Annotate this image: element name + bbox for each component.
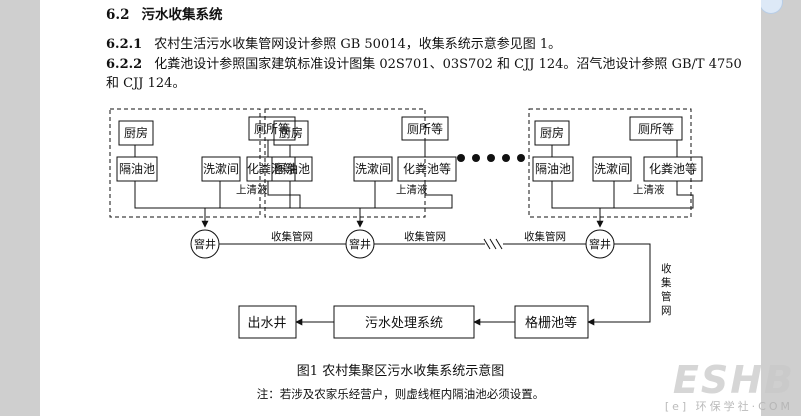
label-septic: 化粪池等 (403, 162, 451, 176)
label-outlet-well: 出水井 (247, 316, 286, 331)
grease-trap-box-1 (116, 156, 158, 182)
label-network: 收集管网 (271, 230, 313, 243)
toilet-box-1 (248, 116, 296, 141)
screen-tank-box (514, 305, 589, 339)
label-network-vertical-1: 收 (661, 262, 672, 275)
document-page: 6.2 污水收集系统 6.2.1 农村生活污水收集管网设计参照 GB 50014，收… (40, 0, 761, 416)
manhole-3 (585, 229, 615, 259)
manhole-2 (345, 229, 375, 259)
label-grease-trap: 隔油池 (535, 162, 571, 176)
grease-trap-box-3 (532, 156, 574, 182)
figure-note: 注：若涉及农家乐经营户，则虚线框内隔油池必须设置。 (256, 387, 545, 401)
watermark-domain: 环保学社·COM (695, 400, 793, 413)
treatment-system-box (333, 305, 475, 339)
paragraph-6-2-2: 6.2.2 化粪池设计参照国家建筑标准设计图集 02S701、03S702 和 C… (106, 57, 742, 73)
label-septic: 化粪池等 (247, 162, 295, 176)
label-network-vertical-2: 集 (661, 276, 672, 289)
watermark-badge: [e] (664, 400, 690, 413)
outlet-well-box (238, 305, 297, 339)
kitchen-box-3 (534, 120, 570, 146)
wash-box-3 (592, 156, 632, 182)
clause-number: 6.2.2 (106, 57, 143, 72)
label-kitchen: 厨房 (124, 125, 148, 140)
label-grease-trap: 隔油池 (119, 162, 155, 176)
label-network-vertical-4: 网 (661, 305, 672, 317)
label-manhole: 窨井 (194, 237, 216, 251)
label-toilet: 厕所等 (254, 122, 290, 136)
toilet-box-3 (629, 116, 683, 141)
section-heading: 6.2 污水收集系统 (106, 7, 223, 23)
clause-text: 农村生活污水收集管网设计参照 GB 50014，收集系统示意参见图 1。 (154, 37, 562, 52)
paragraph-6-2-1: 6.2.1 农村生活污水收集管网设计参照 GB 50014，收集系统示意参见图 1… (106, 37, 561, 53)
label-kitchen: 厨房 (279, 125, 303, 140)
manhole-1 (190, 229, 220, 259)
label-toilet: 厕所等 (638, 122, 674, 136)
watermark-logo: ESHB (672, 358, 795, 402)
kitchen-box-2 (273, 120, 309, 146)
septic-box-2 (397, 156, 457, 182)
left-gutter (0, 0, 40, 416)
wash-box-1 (201, 156, 241, 182)
clause-number: 6.2.1 (106, 37, 143, 52)
label-supernatant: 上清液 (396, 183, 428, 196)
label-network: 收集管网 (404, 230, 446, 243)
figure-caption: 图1 农村集聚区污水收集系统示意图 (296, 364, 505, 379)
septic-box-1 (246, 156, 296, 182)
label-wash: 洗漱间 (355, 162, 391, 176)
grease-trap-box-2 (271, 156, 313, 182)
label-toilet: 厕所等 (407, 122, 443, 136)
label-network: 收集管网 (524, 230, 566, 243)
household-frame-2 (264, 108, 426, 218)
household-frame-1 (109, 108, 261, 218)
right-gutter (761, 0, 801, 416)
wash-box-2 (353, 156, 393, 182)
label-grease-trap: 隔油池 (274, 162, 310, 176)
clause-text: 和 CJJ 124。 (106, 76, 186, 91)
label-wash: 洗漱间 (594, 162, 630, 176)
label-manhole: 窨井 (589, 237, 611, 251)
label-network-vertical-3: 管 (661, 290, 672, 303)
section-number: 6.2 (106, 7, 130, 23)
label-supernatant: 上清液 (236, 183, 268, 196)
sewage-collection-diagram: 厨房 厕所等 隔油池 洗漱间 化粪池等 上清液 厨房 厕所等 隔油池 洗漱间 化… (109, 108, 703, 339)
household-frame-3 (528, 108, 692, 218)
label-supernatant: 上清液 (633, 183, 665, 196)
clause-text: 化粪池设计参照国家建筑标准设计图集 02S701、03S702 和 CJJ 12… (154, 57, 742, 72)
ellipsis-dots (457, 154, 525, 162)
label-septic: 化粪池等 (649, 162, 697, 176)
section-title: 污水收集系统 (141, 7, 223, 23)
septic-box-3 (643, 156, 703, 182)
label-kitchen: 厨房 (540, 125, 564, 140)
site-watermark: ESHB [e] 环保学社·COM (615, 358, 795, 414)
toilet-box-2 (401, 116, 449, 141)
label-treatment-system: 污水处理系统 (365, 316, 443, 331)
label-screen-tank: 格栅池等 (525, 315, 577, 331)
kitchen-box-1 (118, 120, 154, 146)
paragraph-6-2-2-continued: 和 CJJ 124。 (106, 76, 185, 92)
label-manhole: 窨井 (349, 237, 371, 251)
watermark-subtext: [e] 环保学社·COM (665, 398, 793, 414)
label-wash: 洗漱间 (203, 162, 239, 176)
